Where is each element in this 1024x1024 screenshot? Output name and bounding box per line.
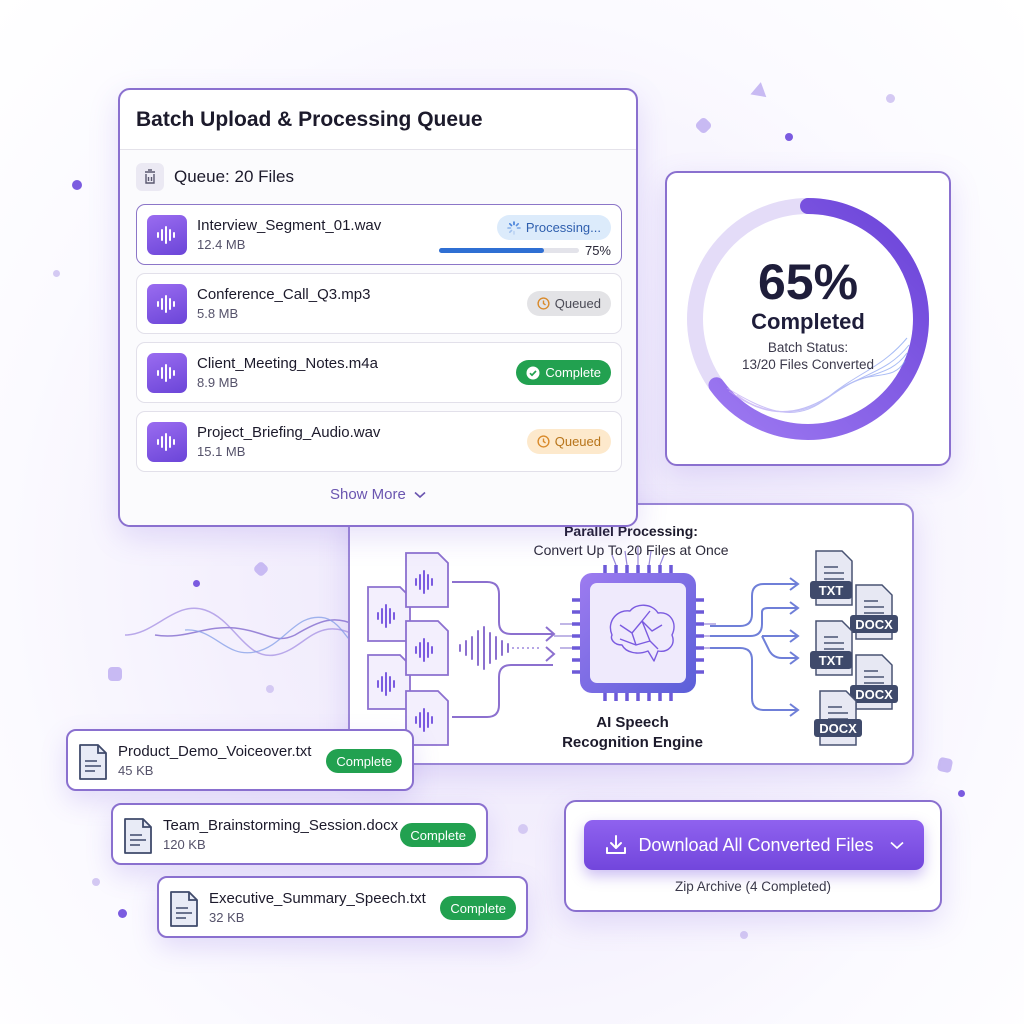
progress-bar	[439, 248, 579, 253]
progress-ring	[687, 198, 929, 440]
audio-file-icon	[147, 215, 187, 255]
decor-dot	[92, 878, 100, 886]
engine-label: AI Speech Recognition Engine	[550, 713, 715, 753]
converted-file-card[interactable]: Executive_Summary_Speech.txt 32 KB Compl…	[157, 876, 528, 938]
file-name: Conference_Call_Q3.mp3	[197, 286, 371, 303]
svg-text:TXT: TXT	[819, 653, 844, 668]
batch-status-label: Batch Status:	[767, 340, 849, 355]
status-text: Processing...	[525, 220, 601, 235]
pipeline-subtitle: Convert Up To 20 Files at Once	[533, 542, 729, 558]
decor-dot	[118, 909, 127, 918]
file-size: 8.9 MB	[197, 375, 239, 390]
progress-percent: 75%	[584, 243, 611, 258]
queue-file-row[interactable]: Conference_Call_Q3.mp3 5.8 MB Queued	[136, 273, 622, 334]
chevron-down-icon	[414, 491, 426, 499]
status-text: Queued	[554, 296, 601, 311]
download-button-label: Download All Converted Files	[638, 834, 874, 855]
decor-triangle	[747, 82, 767, 102]
file-name: Project_Briefing_Audio.wav	[197, 424, 381, 441]
show-more-label: Show More	[329, 486, 406, 503]
download-subtitle: Zip Archive (4 Completed)	[674, 879, 832, 894]
decor-dot	[266, 685, 274, 693]
download-icon	[606, 835, 627, 854]
decor-dot	[958, 790, 965, 797]
decor-diamond	[694, 116, 713, 135]
svg-text:DOCX: DOCX	[855, 687, 893, 702]
trash-icon[interactable]	[136, 163, 164, 191]
processing-queue-panel: Batch Upload & Processing Queue Queue: 2…	[118, 88, 638, 527]
parallel-processing-diagram: Parallel Processing: Convert Up To 20 Fi…	[348, 503, 914, 765]
decor-dot	[53, 270, 60, 277]
file-name: Executive_Summary_Speech.txt	[209, 890, 426, 907]
status-badge-complete: Complete	[400, 823, 476, 847]
file-size: 45 KB	[118, 763, 154, 778]
decor-dot	[518, 824, 528, 834]
spinner-icon	[507, 220, 521, 235]
decor-diamond	[252, 560, 270, 578]
file-name: Client_Meeting_Notes.m4a	[197, 355, 378, 372]
decor-dot	[785, 133, 793, 141]
show-more-button[interactable]: Show More	[120, 486, 636, 503]
audio-file-icon	[147, 284, 187, 324]
decor-dot	[72, 180, 82, 190]
download-all-button[interactable]: Download All Converted Files	[584, 820, 924, 870]
queue-file-row[interactable]: Interview_Segment_01.wav 12.4 MB Process…	[136, 204, 622, 265]
status-badge-queued: Queued	[526, 291, 611, 316]
check-circle-icon	[526, 366, 540, 379]
status-badge-complete: Complete	[516, 360, 611, 385]
document-icon	[123, 817, 153, 860]
status-badge-processing: Processing...	[496, 215, 611, 240]
batch-percent: 65%	[757, 254, 859, 310]
status-badge-complete: Complete	[326, 749, 402, 773]
decor-dot	[886, 94, 895, 103]
soundwave-decoration	[125, 607, 355, 657]
chevron-down-icon	[889, 841, 904, 849]
document-icon	[169, 890, 199, 933]
queue-header: Queue: 20 Files	[136, 163, 294, 191]
batch-files-converted: 13/20 Files Converted	[741, 357, 875, 372]
batch-completed-label: Completed	[751, 309, 865, 334]
audio-file-icon	[147, 353, 187, 393]
decor-dot	[193, 580, 200, 587]
converted-file-card[interactable]: Team_Brainstorming_Session.docx 120 KB C…	[111, 803, 488, 865]
document-icon	[78, 743, 108, 786]
engine-label-line2: Recognition Engine	[562, 734, 703, 751]
batch-progress-card: 65% Completed Batch Status: 13/20 Files …	[665, 171, 951, 466]
status-text: Complete	[545, 365, 601, 380]
status-badge-complete: Complete	[440, 896, 516, 920]
svg-text:DOCX: DOCX	[855, 617, 893, 632]
audio-file-icon	[147, 422, 187, 462]
engine-label-line1: AI Speech	[596, 714, 669, 731]
pipeline-title: Parallel Processing:	[564, 523, 698, 539]
file-name: Interview_Segment_01.wav	[197, 217, 382, 234]
file-size: 12.4 MB	[197, 237, 246, 252]
converted-file-card[interactable]: Product_Demo_Voiceover.txt 45 KB Complet…	[66, 729, 414, 791]
file-size: 120 KB	[163, 837, 206, 852]
decor-dot	[740, 931, 748, 939]
download-panel: Download All Converted Files Zip Archive…	[564, 800, 942, 912]
decor-square	[936, 756, 954, 774]
clock-icon	[537, 435, 550, 448]
queue-count: Queue: 20 Files	[174, 167, 295, 186]
status-text: Queued	[554, 434, 601, 449]
output-format-txt: TXT	[819, 583, 844, 598]
decor-square	[108, 667, 122, 681]
file-name: Product_Demo_Voiceover.txt	[118, 743, 312, 760]
clock-icon	[537, 297, 550, 310]
svg-text:DOCX: DOCX	[819, 721, 857, 736]
file-size: 32 KB	[209, 910, 245, 925]
queue-file-row[interactable]: Client_Meeting_Notes.m4a 8.9 MB Complete	[136, 342, 622, 403]
panel-title: Batch Upload & Processing Queue	[120, 90, 636, 150]
file-size: 15.1 MB	[197, 444, 246, 459]
file-size: 5.8 MB	[197, 306, 239, 321]
pipeline-graphic: TXT DOCX TXT DOCX	[367, 547, 898, 746]
queue-file-row[interactable]: Project_Briefing_Audio.wav 15.1 MB Queue…	[136, 411, 622, 472]
status-badge-queued: Queued	[526, 429, 611, 454]
file-name: Team_Brainstorming_Session.docx	[163, 817, 399, 834]
